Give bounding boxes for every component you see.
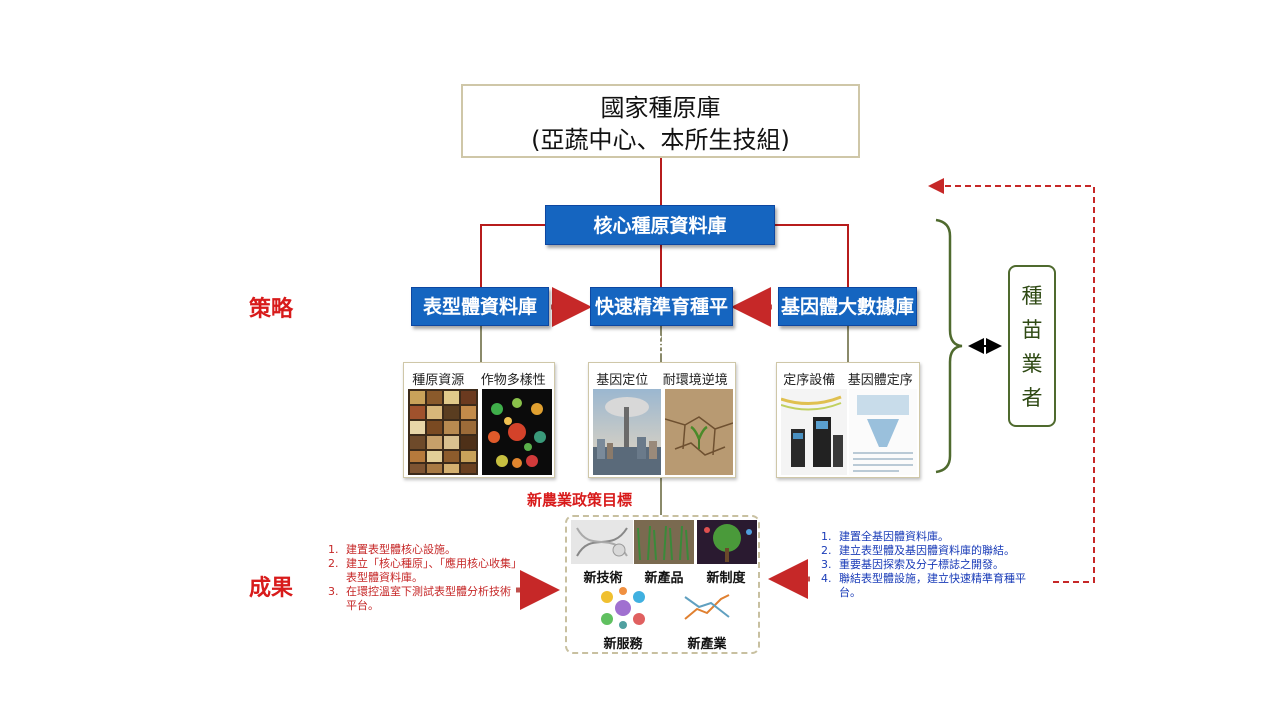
service-network-image [595, 587, 651, 629]
list-item: 3.重要基因探索及分子標誌之開發。 [821, 558, 1004, 571]
genome-results-list: 1.建置全基因體資料庫。 2.建立表型體及基因體資料庫的聯結。 3.重要基因探索… [821, 530, 1027, 600]
national-bank-subtitle: (亞蔬中心、本所生技組) [531, 126, 790, 154]
seed-industry-char: 苗 [1021, 318, 1043, 342]
dna-tech-image [571, 520, 633, 564]
seed-industry-box: 種 苗 業 者 [1008, 265, 1056, 427]
card-label: 作物多樣性 [480, 373, 546, 388]
phenotype-results-list: 1.建置表型體核心設施。 2.建立「核心種原」、「應用核心收集」表型體資料庫。 … [328, 543, 518, 613]
national-bank-title: 國家種原庫 [600, 94, 721, 122]
card-label: 耐環境逆境 [662, 373, 728, 388]
card-label: 定序設備 [783, 373, 836, 388]
result-new-product: 新產品 [644, 571, 684, 586]
strategy-label: 策略 [249, 297, 294, 322]
gene-mapping-photo-card: 基因定位 耐環境逆境 [588, 362, 736, 478]
drought-soil-image [665, 389, 733, 475]
card-label: 種原資源 [412, 373, 465, 388]
tree-system-image [697, 520, 757, 564]
list-item: 2.建立「核心種原」、「應用核心收集」表型體資料庫。 [328, 557, 517, 584]
crop-diversity-image [482, 389, 552, 475]
policy-goal-label: 新農業政策目標 [527, 491, 633, 509]
city-emission-image [593, 389, 661, 475]
result-new-technology: 新技術 [583, 571, 623, 586]
sequencing-photo-card: 定序設備 基因體定序 [776, 362, 920, 478]
core-germplasm-db-box: 核心種原資料庫 [545, 205, 775, 245]
seedling-field-image [634, 520, 694, 564]
list-item: 1.建置全基因體資料庫。 [821, 530, 949, 543]
policy-results-box: 新技術 新產品 新制度 新服務 新產業 [565, 515, 760, 654]
result-new-service: 新服務 [603, 637, 643, 652]
card-label: 基因定位 [596, 373, 649, 388]
result-new-system: 新制度 [706, 571, 746, 586]
seed-samples-image [408, 389, 478, 475]
breeding-platform-box: 快速精準育種平台 [590, 287, 733, 357]
seed-industry-char: 種 [1021, 284, 1043, 308]
sequencer-image [781, 389, 847, 475]
result-label: 成果 [249, 576, 294, 601]
genome-data-image [849, 389, 917, 475]
list-item: 4.聯結表型體設施，建立快速精準育種平台。 [821, 572, 1026, 599]
phenotype-db-box: 表型體資料庫 [411, 287, 549, 326]
seed-industry-char: 者 [1021, 386, 1043, 410]
list-item: 2.建立表型體及基因體資料庫的聯結。 [821, 544, 1015, 557]
card-label: 基因體定序 [847, 373, 913, 388]
list-item: 1.建置表型體核心設施。 [328, 543, 456, 556]
result-new-industry: 新產業 [687, 637, 727, 652]
list-item: 3.在環控溫室下測試表型體分析技術平台。 [328, 585, 511, 612]
genome-db-box: 基因體大數據庫 [778, 287, 917, 326]
industry-chart-image [681, 589, 733, 625]
national-germplasm-bank-box: 國家種原庫 (亞蔬中心、本所生技組) [461, 84, 860, 158]
germplasm-photo-card: 種原資源 作物多樣性 [403, 362, 555, 478]
seed-industry-char: 業 [1021, 352, 1043, 376]
